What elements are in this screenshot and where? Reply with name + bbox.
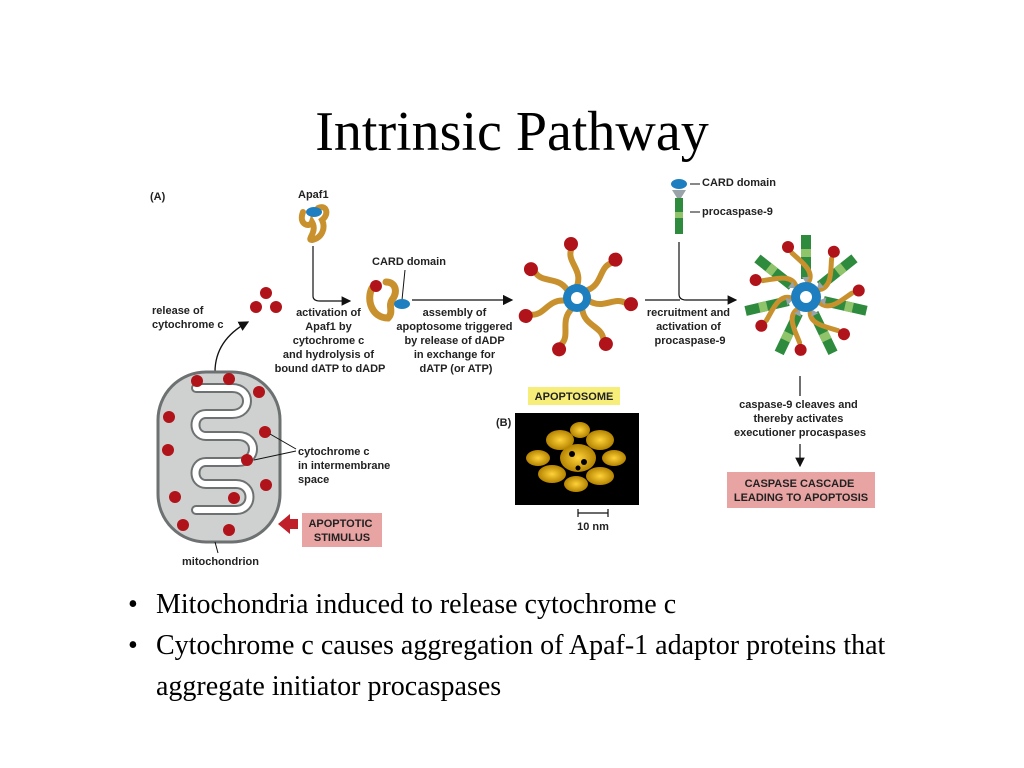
bullet-marker: •	[128, 589, 138, 620]
arrow-to-activation	[312, 295, 352, 306]
caspase9-label: caspase-9 cleaves and thereby activates …	[734, 399, 866, 439]
apaf1-monomer-icon	[298, 204, 330, 244]
scale-bar-label: 10 nm	[577, 521, 609, 533]
recruitment-label: recruitment and activation of procaspase…	[647, 307, 733, 347]
apoptosome-label: APOPTOSOME	[535, 391, 614, 403]
slide-title: Intrinsic Pathway	[315, 101, 709, 163]
apoptosome-box	[528, 387, 620, 405]
activated-apaf1-icon	[366, 278, 410, 322]
procaspase9-icon	[671, 179, 687, 234]
released-cytochrome-icon	[250, 287, 282, 313]
procaspase9-label: procaspase-9	[702, 206, 773, 218]
intrinsic-pathway-diagram: (A) (B) Apaf1 release of cytochrome c ac…	[150, 177, 875, 568]
bullet-item: • Mitochondria induced to release cytoch…	[128, 584, 988, 625]
arrow-recruitment-vertical	[678, 293, 738, 305]
apoptotic-stimulus-label: APOPTOTIC STIMULUS	[308, 518, 375, 544]
assembly-label: assembly of apoptosome triggered by rele…	[396, 307, 515, 375]
bullet-text: Cytochrome c causes aggregation of Apaf-…	[156, 630, 886, 702]
cytochrome-intermembrane-label: cytochrome c in intermembrane space	[298, 446, 393, 486]
panel-b-label: (B)	[496, 417, 512, 429]
apoptosome-density-icon	[526, 422, 626, 492]
mitochondrion-icon	[156, 370, 282, 544]
mitochondrion-label: mitochondrion	[182, 556, 259, 568]
apaf1-label: Apaf1	[298, 189, 329, 201]
caspase-cascade-label: CASPASE CASCADE LEADING TO APOPTOSIS	[734, 478, 868, 504]
stimulus-arrow-icon	[278, 514, 298, 534]
panel-a-label: (A)	[150, 191, 166, 203]
arrow-release	[214, 321, 250, 373]
release-label: release of cytochrome c	[152, 305, 224, 331]
intermembrane-cytochrome-icon	[162, 373, 272, 536]
activation-label: activation of Apaf1 by cytochrome c and …	[275, 307, 386, 375]
caspase-cascade-box	[727, 472, 875, 508]
card-domain-top-label: CARD domain	[702, 177, 776, 189]
bullet-marker: •	[128, 630, 138, 661]
bullet-item: • Cytochrome c causes aggregation of Apa…	[128, 625, 988, 707]
card-domain-mid-label: CARD domain	[372, 256, 446, 268]
apoptosome-holoenzyme-icon	[743, 235, 872, 363]
apoptosome-icon	[517, 237, 639, 359]
bullet-list: • Mitochondria induced to release cytoch…	[128, 584, 988, 707]
apoptotic-stimulus-box	[302, 513, 382, 547]
bullet-text: Mitochondria induced to release cytochro…	[156, 589, 677, 620]
